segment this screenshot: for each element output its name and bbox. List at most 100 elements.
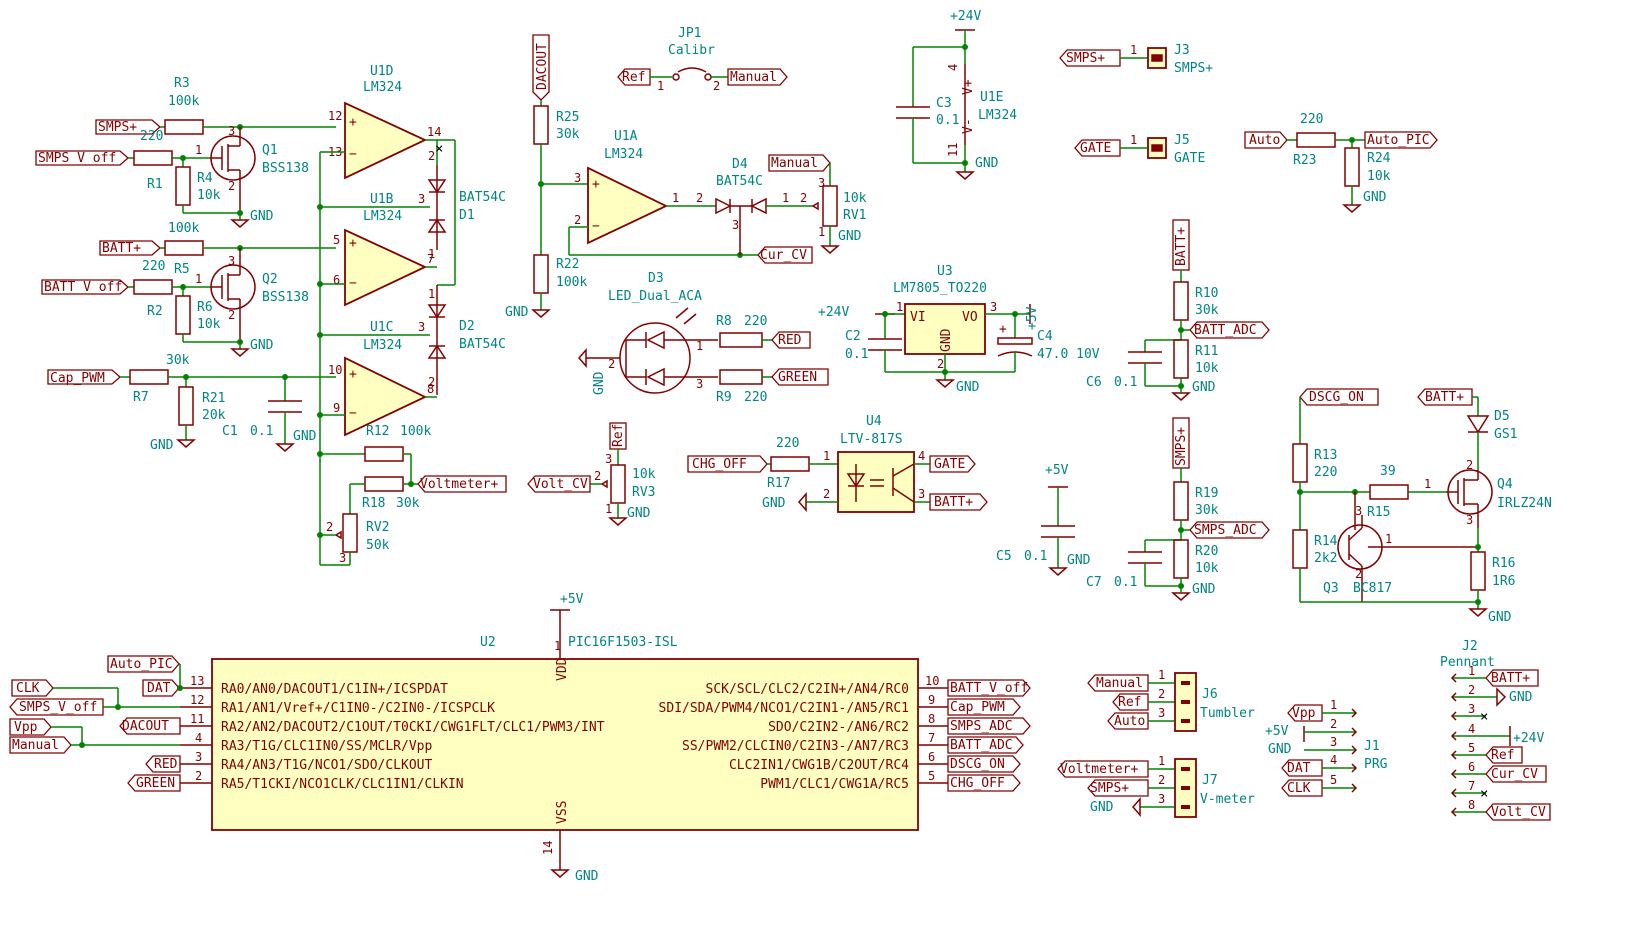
svg-text:1: 1 [672, 191, 679, 205]
svg-text:3: 3 [818, 176, 825, 190]
svg-text:3: 3 [990, 300, 997, 314]
svg-text:U1B: U1B [370, 192, 394, 207]
svg-text:R23: R23 [1293, 153, 1316, 168]
svg-text:R6: R6 [197, 300, 213, 315]
svg-text:U4: U4 [866, 414, 882, 429]
r1 [133, 150, 173, 166]
svg-text:R18: R18 [362, 496, 385, 511]
label-vpp-u2 [9, 718, 52, 736]
svg-text:12: 12 [190, 693, 204, 707]
svg-text:2: 2 [326, 520, 333, 534]
svg-text:6: 6 [1468, 760, 1475, 774]
label-auto-pic [1364, 131, 1438, 149]
svg-text:14: 14 [541, 841, 555, 855]
svg-text:RA2/AN2/DACOUT2/C1OUT/T0CKI/CW: RA2/AN2/DACOUT2/C1OUT/T0CKI/CWG1FLT/CLC1… [221, 720, 605, 735]
r6 [175, 295, 191, 335]
svg-text:2: 2 [195, 769, 202, 783]
svg-text:BAT54C: BAT54C [459, 190, 506, 205]
svg-text:CHG_OFF: CHG_OFF [692, 457, 747, 472]
svg-text:SMPS+: SMPS+ [1174, 61, 1213, 76]
svg-text:LM7805_TO220: LM7805_TO220 [893, 281, 987, 296]
rv3 [610, 464, 626, 504]
svg-text:Q4: Q4 [1497, 477, 1513, 492]
svg-text:BATT+: BATT+ [1491, 671, 1530, 686]
svg-text:R16: R16 [1492, 556, 1515, 571]
svg-text:SDI/SDA/PWM4/NCO1/C2IN1-/AN5/R: SDI/SDA/PWM4/NCO1/C2IN1-/AN5/RC1 [659, 701, 909, 716]
label-auto-pic-u2 [107, 655, 180, 673]
svg-text:10k: 10k [632, 467, 656, 482]
svg-text:100k: 100k [400, 424, 431, 439]
svg-text:100k: 100k [168, 221, 199, 236]
svg-text:1: 1 [1130, 133, 1137, 147]
svg-text:−: − [349, 276, 357, 291]
svg-text:DACOUT: DACOUT [535, 43, 550, 90]
svg-text:SMPS_ADC: SMPS_ADC [950, 719, 1013, 734]
jp1-pad1 [672, 73, 680, 81]
svg-text:J1: J1 [1364, 739, 1380, 754]
svg-text:U1A: U1A [614, 129, 638, 144]
svg-text:GND: GND [575, 869, 599, 884]
svg-text:47.0 10V: 47.0 10V [1037, 347, 1100, 362]
svg-text:Q1: Q1 [262, 143, 278, 158]
svg-text:BATT+: BATT+ [934, 495, 973, 510]
label-smps-plus [95, 119, 161, 135]
svg-text:Ref: Ref [1118, 695, 1141, 710]
svg-text:J3: J3 [1174, 43, 1190, 58]
r12 [364, 446, 404, 462]
u2-pic [211, 658, 919, 831]
svg-text:3: 3 [696, 377, 703, 391]
svg-text:BC817: BC817 [1353, 581, 1392, 596]
label-batt-v-off-u2 [947, 679, 1031, 697]
svg-text:V+: V+ [961, 79, 976, 95]
svg-text:7: 7 [1468, 779, 1475, 793]
svg-text:VSS: VSS [555, 801, 570, 824]
label-volt-cv-rv3 [527, 475, 591, 493]
svg-text:Ref: Ref [1491, 748, 1514, 763]
label-manual-jp1 [727, 68, 788, 86]
svg-text:CHG_OFF: CHG_OFF [950, 776, 1005, 791]
svg-text:RA3/T1G/CLC1IN0/SS/MCLR/Vpp: RA3/T1G/CLC1IN0/SS/MCLR/Vpp [221, 739, 432, 754]
d1-b [427, 218, 447, 233]
svg-text:Cur_CV: Cur_CV [1491, 767, 1538, 782]
svg-text:Ref: Ref [622, 70, 645, 85]
label-manual-u2 [9, 736, 72, 754]
svg-text:LM324: LM324 [978, 108, 1017, 123]
svg-text:Auto: Auto [1249, 133, 1280, 148]
svg-text:Cap_PWM: Cap_PWM [950, 700, 1005, 715]
svg-text:8: 8 [427, 382, 434, 396]
svg-text:1: 1 [1424, 477, 1431, 491]
r21 [178, 386, 194, 426]
svg-text:Voltmeter+: Voltmeter+ [420, 477, 498, 492]
svg-text:+: + [349, 367, 357, 382]
label-dscg-on [1299, 388, 1379, 406]
label-cap-pwm-u2 [947, 698, 1021, 716]
svg-text:1: 1 [1158, 668, 1165, 682]
svg-text:×: × [435, 141, 443, 157]
svg-text:GND: GND [1363, 190, 1387, 205]
svg-text:GREEN: GREEN [778, 370, 817, 385]
svg-text:2: 2 [428, 149, 435, 163]
svg-text:+5V: +5V [1265, 724, 1289, 739]
svg-text:220: 220 [1300, 112, 1323, 127]
svg-text:LED_Dual_ACA: LED_Dual_ACA [608, 289, 702, 304]
svg-text:DACOUT: DACOUT [122, 719, 169, 734]
svg-text:GND: GND [1067, 553, 1091, 568]
label-smps-plus-text: SMPS+ [98, 120, 137, 135]
svg-text:8: 8 [1468, 798, 1475, 812]
svg-text:2: 2 [428, 375, 435, 389]
svg-text:DSCG_ON: DSCG_ON [1309, 390, 1364, 405]
r5 [164, 240, 204, 256]
opamp-u1b [344, 228, 428, 307]
r7 [129, 369, 169, 385]
svg-text:1: 1 [818, 225, 825, 239]
svg-text:1R6: 1R6 [1492, 574, 1515, 589]
r22 [533, 254, 549, 294]
svg-text:BAT54C: BAT54C [459, 337, 506, 352]
svg-text:3: 3 [228, 254, 235, 268]
c4 [997, 337, 1033, 345]
r2 [133, 279, 173, 295]
label-green [771, 368, 829, 386]
svg-text:Cur_CV: Cur_CV [760, 248, 807, 263]
svg-text:VDD: VDD [555, 657, 570, 681]
